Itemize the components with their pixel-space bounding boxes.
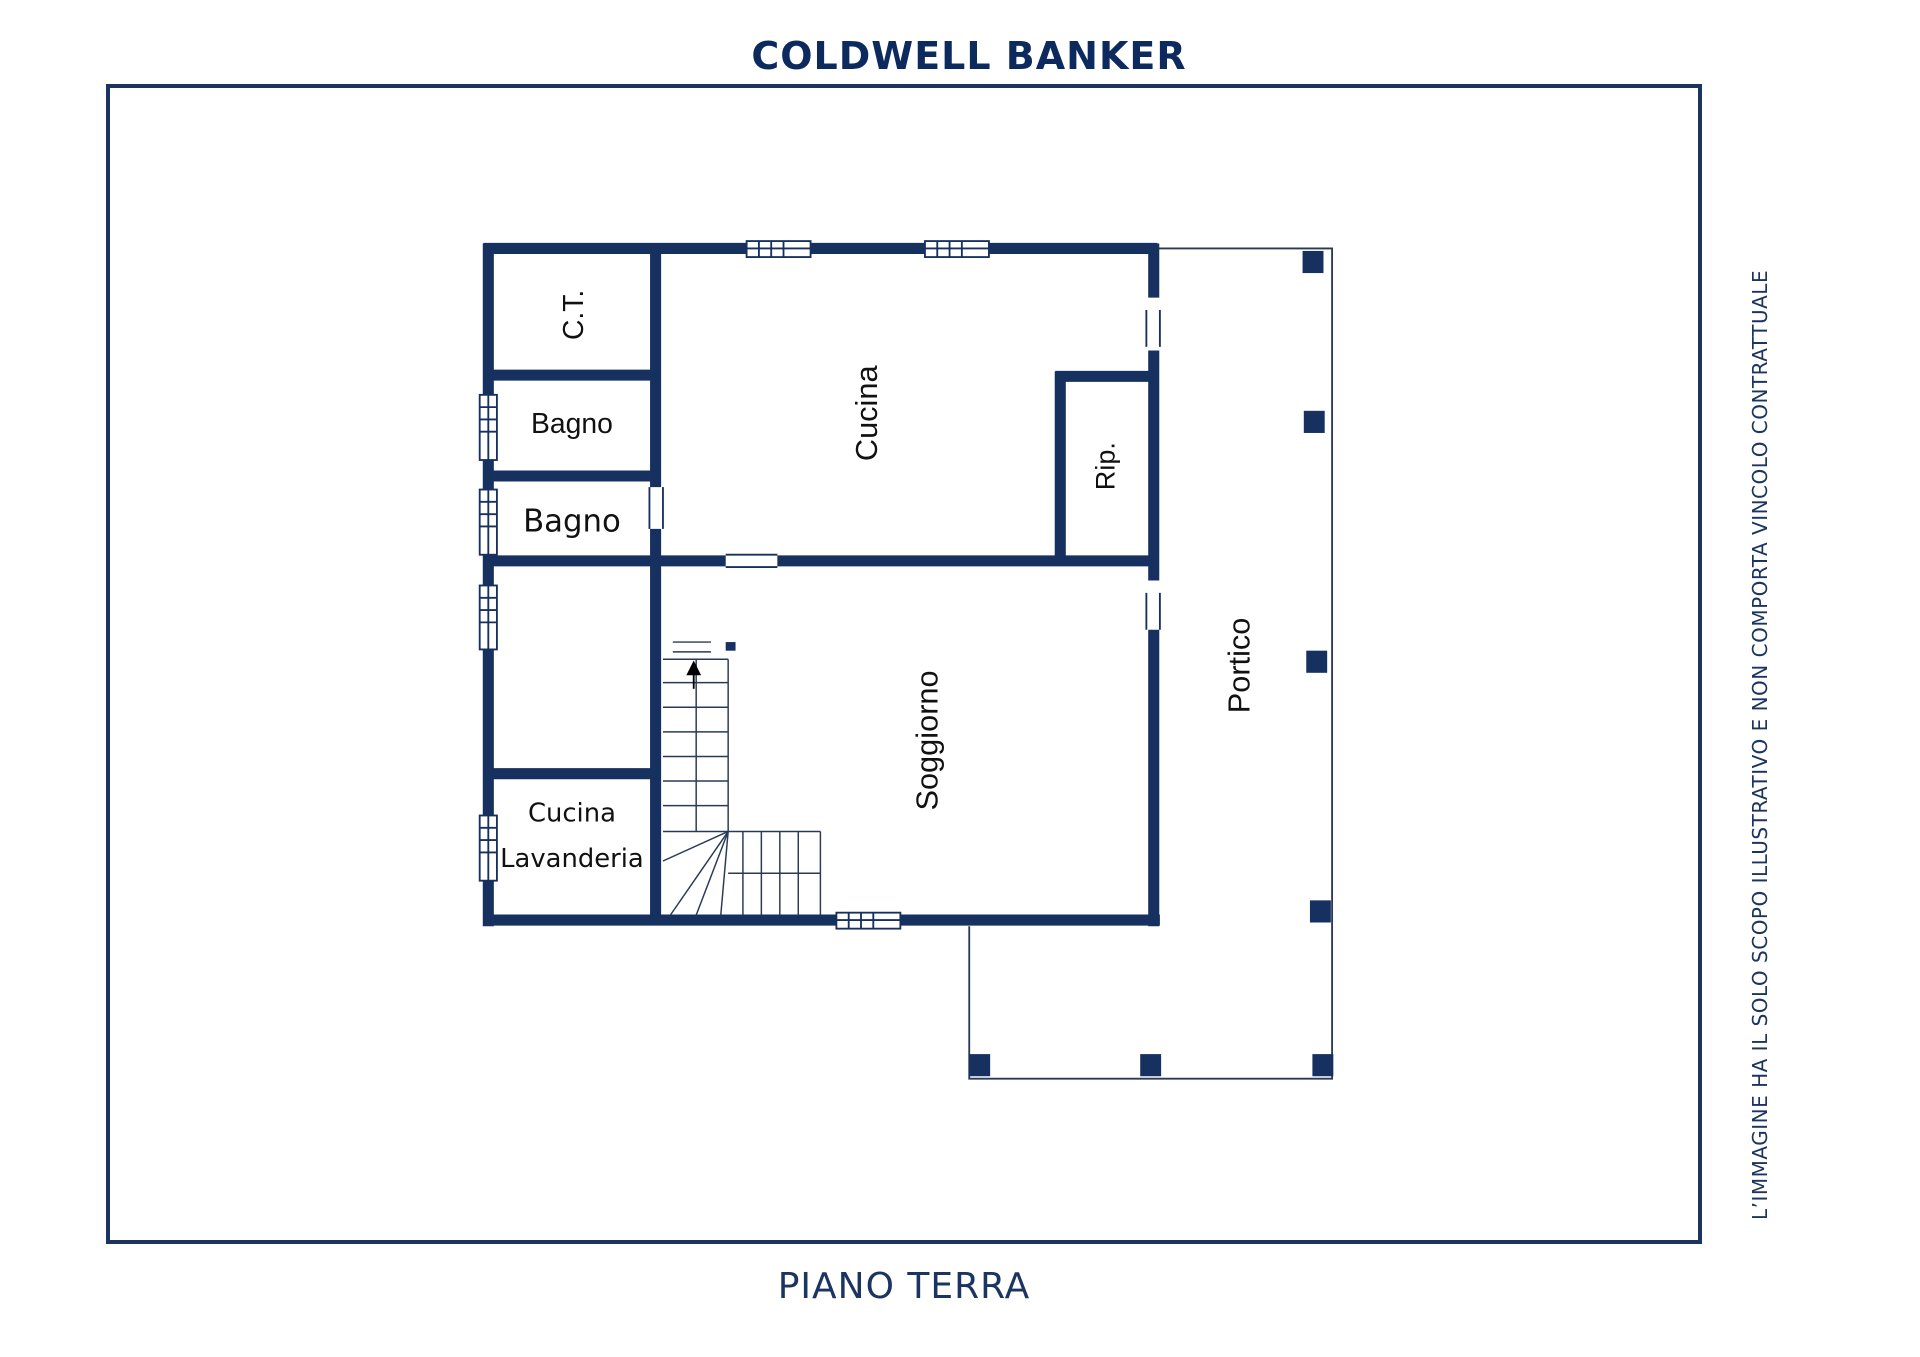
room-label-bagno-1: Bagno: [531, 407, 613, 439]
room-label-rip: Rip.: [1090, 442, 1120, 490]
pillars: [969, 250, 1334, 1077]
room-label-bagno-2: Bagno: [523, 503, 621, 539]
room-label-soggiorno: Soggiorno: [909, 670, 944, 810]
brand-logo: COLDWELL BANKER: [751, 34, 1187, 78]
room-label-cucina: Cucina: [849, 365, 884, 462]
stair-post: [725, 642, 736, 651]
stair-arrow-icon: [686, 660, 702, 676]
room-label-ct: C.T.: [557, 290, 589, 340]
floor-label: PIANO TERRA: [777, 1266, 1031, 1307]
room-label-portico: Portico: [1222, 618, 1257, 714]
staircase: [662, 641, 822, 916]
plan-frame: [106, 84, 1702, 1244]
room-label-cucina-lavanderia-2: Lavanderia: [500, 844, 644, 874]
portico-outline: [968, 247, 1334, 1080]
doors: [648, 309, 1161, 630]
disclaimer-text: L’IMMAGINE HA IL SOLO SCOPO ILLUSTRATIVO…: [1748, 269, 1772, 1220]
windows: [478, 240, 990, 930]
walls: [482, 242, 1160, 927]
room-label-cucina-lavanderia-1: Cucina: [528, 799, 616, 829]
